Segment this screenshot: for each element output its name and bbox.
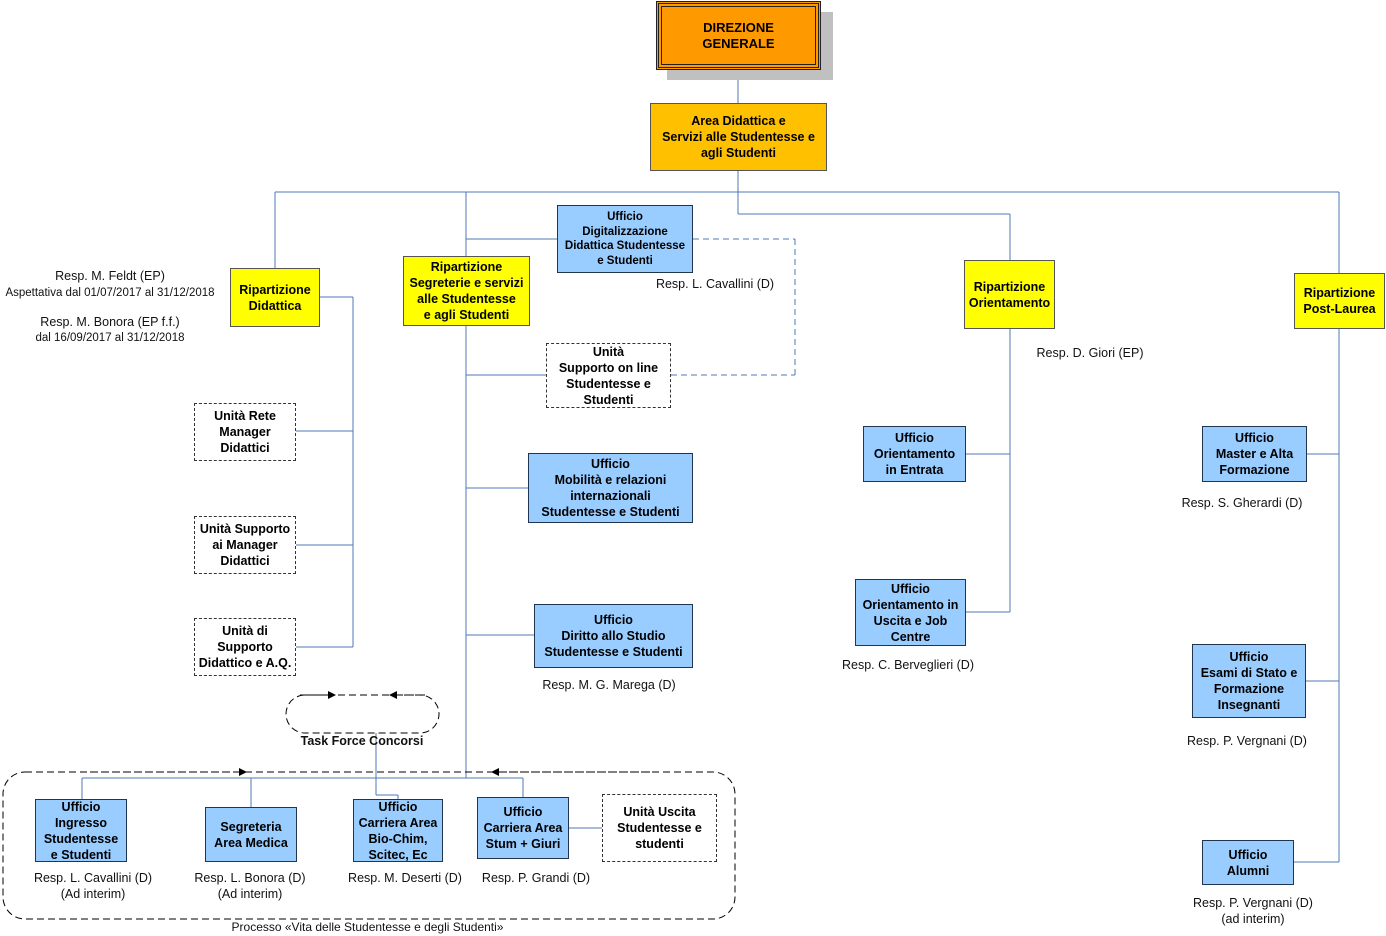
ufficio-digitalizzazione-box[interactable]: Ufficio Digitalizzazione Didattica Stude…: [557, 205, 693, 273]
resp-bonora-medica-label: Resp. L. Bonora (D) (Ad interim): [194, 871, 306, 901]
unita-supporto-manager-box[interactable]: Unità Supporto ai Manager Didattici: [194, 516, 296, 574]
ripartizione-post-laurea-box[interactable]: Ripartizione Post-Laurea: [1294, 273, 1385, 329]
ufficio-diritto-studio-box[interactable]: Ufficio Diritto allo Studio Studentesse …: [534, 604, 693, 668]
ripartizione-orientamento-box[interactable]: Ripartizione Orientamento: [964, 260, 1055, 329]
ufficio-carriera-biochim-box[interactable]: Ufficio Carriera Area Bio-Chim, Scitec, …: [353, 799, 443, 862]
resp-grandi-label: Resp. P. Grandi (D): [481, 871, 591, 885]
resp-deserti-label: Resp. M. Deserti (D): [348, 871, 462, 885]
resp-feldt-label: Resp. M. Feldt (EP): [55, 269, 165, 283]
ripartizione-segreterie-box[interactable]: Ripartizione Segreterie e servizi alle S…: [403, 256, 530, 326]
resp-gherardi-label: Resp. S. Gherardi (D): [1181, 496, 1303, 510]
aspettativa-label: Aspettativa dal 01/07/2017 al 31/12/2018: [5, 287, 215, 299]
ufficio-ingresso-box[interactable]: Ufficio Ingresso Studentesse e Studenti: [35, 799, 127, 862]
resp-berveglieri-label: Resp. C. Berveglieri (D): [842, 658, 974, 672]
unita-supporto-online-box[interactable]: Unità Supporto on line Studentesse e Stu…: [546, 343, 671, 408]
segreteria-area-medica-box[interactable]: Segreteria Area Medica: [205, 807, 297, 862]
processo-label: Processo «Vita delle Studentesse e degli…: [231, 920, 504, 934]
resp-vergnani-esami-label: Resp. P. Vergnani (D): [1187, 734, 1307, 748]
resp-vergnani-alumni-label: Resp. P. Vergnani (D) (ad interim): [1193, 896, 1313, 926]
resp-bonora-ep-label: Resp. M. Bonora (EP f.f.): [40, 315, 180, 329]
resp-cavallini-digit-label: Resp. L. Cavallini (D): [655, 277, 775, 291]
ufficio-orientamento-entrata-box[interactable]: Ufficio Orientamento in Entrata: [863, 426, 966, 482]
ufficio-orientamento-uscita-box[interactable]: Ufficio Orientamento in Uscita e Job Cen…: [855, 579, 966, 646]
ripartizione-didattica-box[interactable]: Ripartizione Didattica: [230, 268, 320, 327]
direzione-generale-box[interactable]: DIREZIONE GENERALE: [656, 1, 821, 70]
ufficio-mobilita-box[interactable]: Ufficio Mobilità e relazioni internazion…: [528, 453, 693, 523]
unita-uscita-studenti-box[interactable]: Unità Uscita Studentesse e studenti: [602, 794, 717, 862]
ufficio-master-box[interactable]: Ufficio Master e Alta Formazione: [1202, 426, 1307, 482]
ufficio-esami-stato-box[interactable]: Ufficio Esami di Stato e Formazione Inse…: [1192, 644, 1306, 718]
resp-giori-label: Resp. D. Giori (EP): [1036, 346, 1144, 360]
resp-marega-label: Resp. M. G. Marega (D): [542, 678, 676, 692]
resp-cavallini-ingresso-label: Resp. L. Cavallini (D) (Ad interim): [33, 871, 153, 901]
ufficio-carriera-stum-box[interactable]: Ufficio Carriera Area Stum + Giuri: [477, 797, 569, 859]
unita-rete-manager-box[interactable]: Unità Rete Manager Didattici: [194, 403, 296, 461]
ufficio-alumni-box[interactable]: Ufficio Alumni: [1202, 840, 1294, 885]
unita-supporto-aq-box[interactable]: Unità di Supporto Didattico e A.Q.: [194, 618, 296, 676]
area-didattica-box[interactable]: Area Didattica e Servizi alle Studentess…: [650, 103, 827, 171]
task-force-label: Task Force Concorsi: [300, 734, 424, 748]
bonora-dal-label: dal 16/09/2017 al 31/12/2018: [35, 332, 185, 344]
